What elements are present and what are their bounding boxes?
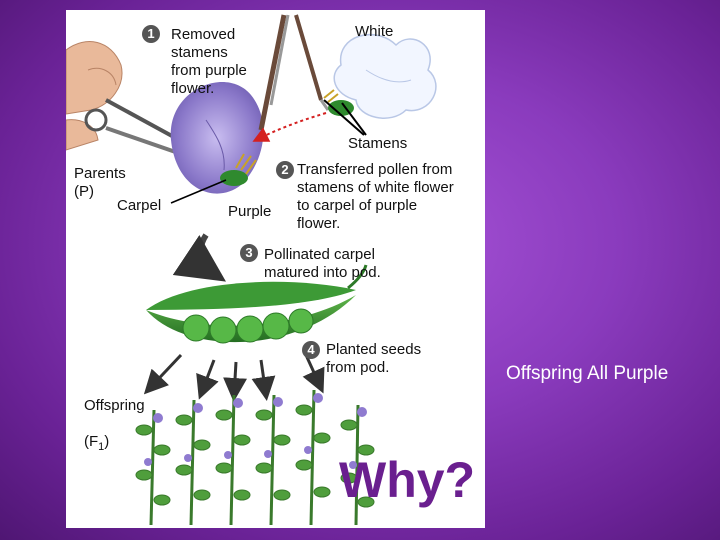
purple-flower — [170, 82, 264, 194]
hand-illustration — [66, 41, 123, 151]
step-4-number: 4 — [302, 341, 320, 359]
offspring-word: Offspring — [84, 397, 145, 414]
planting-arrows — [143, 353, 325, 402]
diagram-illustration — [66, 14, 437, 526]
transfer-arrow — [252, 112, 327, 142]
step-2-number: 2 — [276, 161, 294, 179]
pea-plants — [135, 389, 375, 526]
offspring-generation-close: ) — [104, 433, 110, 450]
why-question: Why? — [339, 452, 476, 508]
carpel-pointer — [170, 179, 227, 204]
offspring-generation-subscript: 1 — [98, 441, 105, 453]
step-3-text: Pollinated carpel matured into pod. — [264, 246, 381, 281]
carpel-label: Carpel — [117, 197, 162, 214]
brush-icon — [258, 14, 330, 131]
white-flower — [323, 34, 437, 119]
diagram-panel: 1 Removed stamens from purple flower. Wh… — [66, 10, 485, 528]
white-label: White — [355, 23, 394, 40]
step-2-text: Transferred pollen from stamens of white… — [297, 161, 454, 232]
stamens-label: Stamens — [348, 135, 408, 152]
step-4-text: Planted seeds from pod. — [326, 341, 422, 376]
step-3-number: 3 — [240, 244, 258, 262]
pea-pod — [146, 264, 368, 344]
offspring-label: Offspring (F1) — [84, 379, 145, 456]
step-1-number: 1 — [142, 25, 160, 43]
offspring-all-purple-note: Offspring All Purple — [506, 363, 669, 384]
maturation-arrow — [172, 233, 226, 282]
offspring-generation: (F — [84, 433, 99, 450]
purple-label: Purple — [228, 203, 272, 220]
step-1-text: Removed stamens from purple flower. — [171, 26, 247, 97]
stamens-pointer — [323, 99, 365, 136]
parents-label: Parents (P) — [74, 165, 126, 200]
